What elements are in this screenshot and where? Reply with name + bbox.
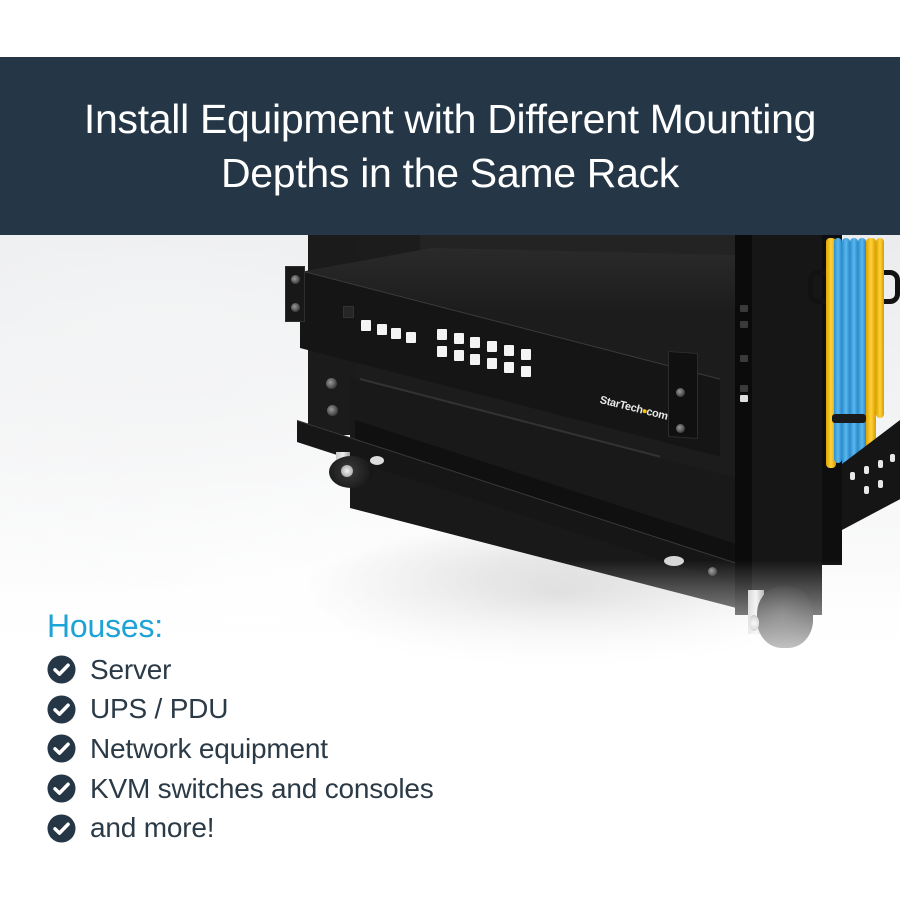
headline-line-1: Install Equipment with Different Mountin… <box>83 96 817 142</box>
device-button <box>361 320 371 331</box>
device-button <box>487 358 497 369</box>
houses-title: Houses: <box>47 608 163 644</box>
device-button <box>470 354 480 365</box>
base-hole <box>370 456 384 465</box>
check-circle-icon <box>47 814 76 843</box>
list-item: KVM switches and consoles <box>47 769 434 809</box>
device-button <box>504 362 514 373</box>
device-button <box>504 345 514 356</box>
device-button <box>454 350 464 361</box>
cable-tie <box>832 414 866 423</box>
list-item: Server <box>47 650 434 690</box>
network-cable-blue <box>842 238 850 470</box>
device-button <box>521 349 531 360</box>
device-button <box>454 333 464 344</box>
rack-mounting-rail <box>735 235 753 615</box>
list-item-label: UPS / PDU <box>90 693 229 725</box>
headline-banner: Install Equipment with Different Mountin… <box>0 57 900 235</box>
list-item-label: and more! <box>90 812 215 844</box>
caster-hub <box>341 465 353 477</box>
device-ir-window <box>343 306 354 318</box>
screw-icon <box>676 388 685 397</box>
photo-fade <box>0 560 900 680</box>
check-circle-icon <box>47 695 76 724</box>
list-item: UPS / PDU <box>47 690 434 730</box>
list-item: Network equipment <box>47 729 434 769</box>
device-button <box>406 332 416 343</box>
network-cable-yellow <box>866 238 876 458</box>
houses-list: Server UPS / PDU Network equipment KVM s… <box>47 650 434 848</box>
screw-icon <box>676 424 685 433</box>
list-item: and more! <box>47 808 434 848</box>
bolt-icon <box>327 405 338 416</box>
list-item-label: Server <box>90 653 172 685</box>
network-cable-yellow <box>826 238 836 468</box>
device-button <box>377 324 387 335</box>
device-button <box>391 328 401 339</box>
device-button <box>487 341 497 352</box>
device-mounting-ear-left <box>285 266 305 322</box>
screw-icon <box>291 303 300 312</box>
check-circle-icon <box>47 774 76 803</box>
houses-section: Houses: Server UPS / PDU Network equipme… <box>47 606 434 848</box>
bolt-icon <box>326 378 337 389</box>
network-cable-yellow <box>876 238 884 418</box>
device-button <box>521 366 531 377</box>
list-item-label: Network equipment <box>90 732 328 764</box>
screw-icon <box>291 275 300 284</box>
device-button <box>437 346 447 357</box>
headline-line-2: Depths in the Same Rack <box>221 150 679 196</box>
network-cable-blue <box>850 238 858 466</box>
list-item-label: KVM switches and consoles <box>90 772 434 804</box>
check-circle-icon <box>47 655 76 684</box>
check-circle-icon <box>47 734 76 764</box>
device-button <box>437 329 447 340</box>
network-cable-blue <box>858 238 866 460</box>
device-button <box>470 337 480 348</box>
network-cable-blue <box>834 238 842 463</box>
